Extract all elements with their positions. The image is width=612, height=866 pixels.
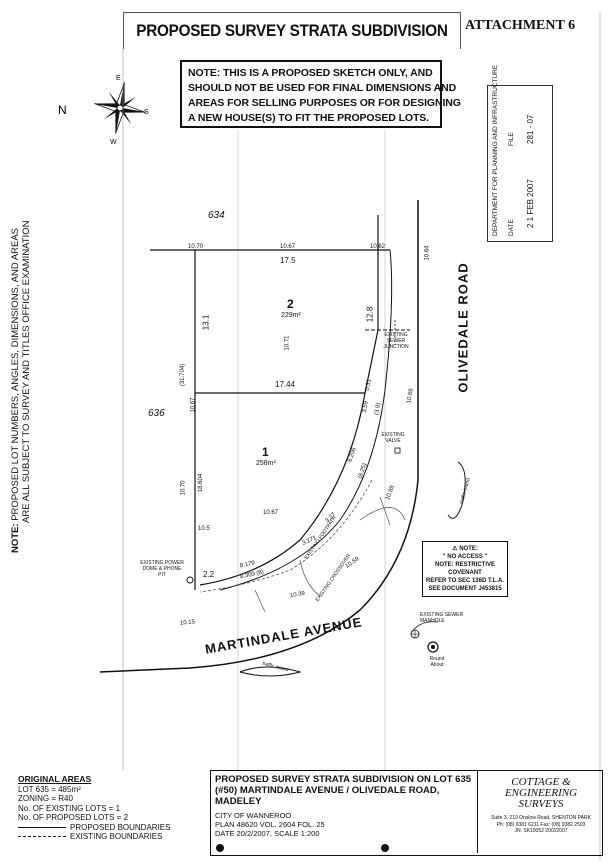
note-line: NOTE: THIS IS A PROPOSED SKETCH ONLY, AN…	[188, 67, 433, 79]
title-box: PROPOSED SURVEY STRATA SUBDIVISION	[123, 12, 461, 49]
compass-w: W	[110, 139, 117, 146]
warning-line: SEE DOCUMENT J453815	[428, 586, 502, 592]
firm-address-line: Suite 3, 219 Onslow Road, SHENTON PARK	[491, 815, 591, 821]
firm-panel: COTTAGE & ENGINEERING SURVEYS Suite 3, 2…	[477, 771, 603, 853]
original-proposed-lots: No. OF PROPOSED LOTS = 2	[18, 813, 129, 822]
attachment-label: ATTACHMENT 6	[465, 18, 576, 33]
dim-inner-lot2: 10.71	[284, 335, 291, 351]
lot-2-number: 2	[287, 297, 294, 311]
note-line: SHOULD NOT BE USED FOR FINAL DIMENSIONS …	[188, 82, 457, 94]
tb-title-2: (#50) MARTINDALE AVENUE / OLIVEDALE ROAD…	[215, 785, 440, 807]
original-areas-heading: ORIGINAL AREAS	[18, 774, 92, 784]
dim-right-upper: 12.8	[365, 306, 375, 323]
dim-mid: 17.44	[275, 380, 296, 389]
dim-top-right: 10.62	[370, 244, 386, 250]
firm-name-2: SURVEYS	[518, 798, 564, 810]
compass-n: N	[58, 103, 67, 117]
warning-icon: ⚠	[452, 546, 458, 552]
sewer-junction-label: EXISTING SEWER JUNCTION	[383, 332, 409, 350]
disclaimer-note: NOTE: THIS IS A PROPOSED SKETCH ONLY, AN…	[180, 60, 461, 128]
proposed-boundary-line	[18, 826, 66, 828]
note-line: AREAS FOR SELLING PURPOSES OR FOR DESIGN…	[188, 97, 461, 109]
warning-line: REFER TO SEC 136D T.L.A.	[426, 578, 504, 584]
original-zoning: ZONING = R40	[18, 794, 73, 803]
existing-boundary-line	[18, 836, 66, 838]
round-about-label: Round About	[429, 656, 445, 668]
firm-logo: COTTAGE & ENGINEERING SURVEYS	[486, 777, 596, 810]
firm-address-line: JN: SK10052 20/2/2007	[514, 828, 568, 834]
original-lot: LOT 635 = 485m²	[18, 784, 81, 794]
legend-existing: EXISTING BOUNDARIES	[70, 832, 163, 841]
sewer-manhole-label: EXISTING SEWER MANHOLE	[420, 612, 464, 624]
compass-e: E	[116, 75, 121, 82]
dim-inner-lot1: 10.67	[263, 510, 279, 516]
tb-title-1: PROPOSED SURVEY STRATA SUBDIVISION ON LO…	[215, 774, 472, 785]
valve-label: EXISTING VALVE	[381, 432, 405, 444]
department-stamp: DEPARTMENT FOR PLANNING AND INFRASTRUCTU…	[487, 65, 553, 242]
legend-proposed: PROPOSED BOUNDARIES	[70, 822, 171, 832]
dim-left-lower-tick: 10.70	[180, 480, 187, 496]
dim-left-lower: 18.604	[198, 473, 205, 493]
firm-address-line: Ph: (08) 9381 6211 Fax: (08) 9382 2503	[496, 821, 586, 828]
lot-634-label: 634	[208, 210, 225, 221]
tb-plan: PLAN 48620 VOL. 2604 FOL. 25	[215, 820, 325, 829]
tb-city: CITY OF WANNEROO	[215, 811, 292, 820]
original-existing-lots: No. OF EXISTING LOTS = 1	[18, 803, 121, 813]
dim-road-top: 10.64	[424, 245, 431, 261]
warning-line: NOTE:	[459, 546, 478, 552]
compass-s: S	[144, 109, 149, 116]
dim-left-upper: 13.1	[201, 314, 211, 331]
warning-line: " NO ACCESS "	[442, 554, 488, 560]
compass-rose-icon: N E S W	[58, 75, 149, 146]
dim-top-left: 10.70	[188, 244, 204, 250]
title-block: PROPOSED SURVEY STRATA SUBDIVISION ON LO…	[210, 770, 603, 856]
no-access-warning: ⚠ NOTE: " NO ACCESS " NOTE: RESTRICTIVE …	[422, 541, 508, 597]
original-areas: ORIGINAL AREAS LOT 635 = 485m² ZONING = …	[18, 774, 171, 842]
firm-name-1: COTTAGE & ENGINEERING	[504, 776, 578, 799]
dim-left-bottom: 2.2	[203, 570, 215, 579]
page-title: PROPOSED SURVEY STRATA SUBDIVISION	[136, 21, 448, 40]
lot-636-label: 636	[148, 408, 165, 419]
firm-address: Suite 3, 219 Onslow Road, SHENTON PARK P…	[482, 815, 600, 835]
lot-1-area: 258m²	[256, 460, 276, 467]
warning-line: NOTE: RESTRICTIVE COVENANT	[434, 562, 495, 576]
dim-top: 17.5	[280, 256, 296, 265]
dim-left-total: (31.704)	[180, 363, 187, 387]
dim-left-tick: 10.67	[190, 397, 197, 413]
dim-small: 10.5	[198, 526, 210, 532]
lot-1-number: 1	[262, 445, 269, 459]
tb-date: DATE 20/2/2007, SCALE 1:200	[215, 829, 320, 838]
power-dome-label: EXISTING POWER DOME & PHONE PIT	[140, 560, 184, 578]
dim-top-mid: 10.67	[280, 244, 296, 250]
olivedale-road-label: OLIVEDALE ROAD	[455, 262, 471, 393]
lot-2-area: 229m²	[281, 312, 301, 319]
note-line: A NEW HOUSE(S) TO FIT THE PROPOSED LOTS.	[188, 112, 430, 124]
